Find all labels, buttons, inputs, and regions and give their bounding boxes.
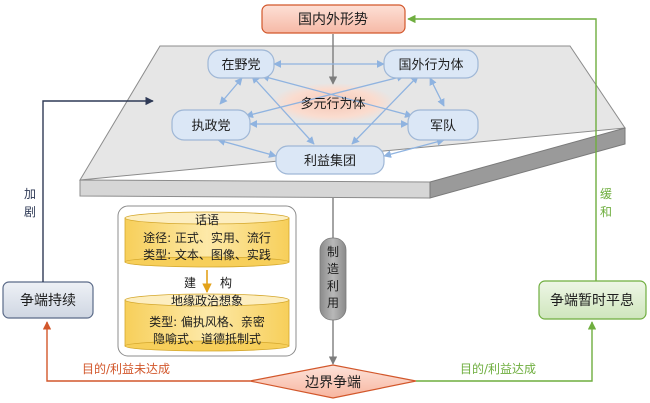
ease-label-char-1: 缓 [600, 187, 612, 201]
geopolitical-imagination-cylinder: 地缘政治想象 类型: 偏执风格、亲密 隐喻式、道德抵制式 [124, 293, 290, 352]
svg-text:争端持续: 争端持续 [20, 292, 76, 309]
node-ruling-party: 执政党 [171, 109, 251, 141]
intensify-label-char-1: 加 [24, 187, 36, 201]
platform [79, 45, 626, 199]
node-interest-groups: 利益集团 [275, 145, 385, 175]
achieved-label: 目的/利益达成 [460, 361, 536, 376]
ease-arrow [407, 14, 597, 281]
node-opposition-party: 在野党 [207, 49, 275, 79]
node-military: 军队 [407, 109, 479, 141]
ease-label-char-2: 和 [600, 205, 612, 219]
discourse-imagination-panel: 话语 途径: 正式、实用、流行 类型: 文本、图像、实践 建 构 地缘政治想象 … [117, 205, 297, 357]
top-box-label: 国内外形势 [298, 12, 368, 28]
construct-label-right: 构 [220, 275, 232, 290]
node-foreign-actors: 国外行为体 [383, 49, 479, 79]
discourse-line-2: 类型: 文本、图像、实践 [143, 247, 271, 262]
imagination-line-2: 隐喻式、道德抵制式 [153, 331, 261, 346]
svg-text:利益集团: 利益集团 [304, 153, 356, 169]
svg-text:利: 利 [327, 279, 339, 293]
imagination-line-1: 类型: 偏执风格、亲密 [149, 314, 265, 329]
construct-label-left: 建 [184, 276, 196, 290]
actor-interaction-arrows [217, 60, 445, 158]
dispute-continues-box: 争端持续 [2, 281, 94, 319]
svg-text:军队: 军队 [430, 119, 456, 134]
svg-text:边界争端: 边界争端 [305, 375, 361, 391]
intensify-label-char-2: 剧 [24, 205, 36, 219]
domestic-international-situation-box: 国内外形势 [261, 4, 406, 34]
svg-text:用: 用 [327, 296, 339, 310]
svg-text:造: 造 [327, 262, 339, 276]
unachieved-label: 目的/利益未达成 [82, 361, 170, 376]
svg-text:执政党: 执政党 [191, 119, 230, 134]
imagination-title: 地缘政治想象 [171, 293, 243, 308]
discourse-title: 话语 [195, 213, 219, 227]
dispute-temporarily-calmed-box: 争端暂时平息 [538, 280, 647, 320]
center-multiple-actors-label: 多元行为体 [300, 96, 365, 112]
svg-text:制: 制 [327, 245, 339, 259]
intensify-arrow [42, 96, 154, 282]
discourse-line-1: 途径: 正式、实用、流行 [143, 230, 271, 245]
svg-text:争端暂时平息: 争端暂时平息 [550, 292, 634, 309]
unachieved-arrow [42, 321, 250, 382]
border-dispute-diamond: 边界争端 [249, 364, 417, 399]
manufacture-exploit-pill: 制 造 利 用 [319, 237, 347, 321]
achieved-arrow [416, 321, 597, 382]
discourse-cylinder: 话语 途径: 正式、实用、流行 类型: 文本、图像、实践 [124, 211, 290, 268]
svg-text:国外行为体: 国外行为体 [398, 58, 463, 73]
svg-text:在野党: 在野党 [221, 58, 260, 73]
